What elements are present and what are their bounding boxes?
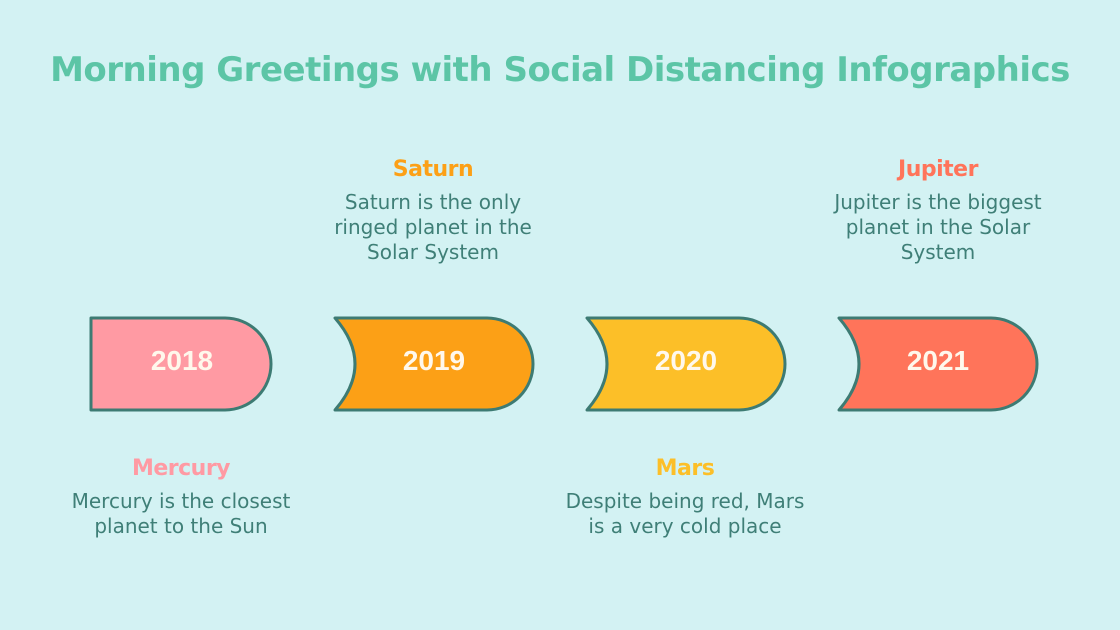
timeline-shape-2018 <box>89 316 273 412</box>
timeline-shape-2020 <box>585 316 787 412</box>
milestone-saturn: Saturn Saturn is the only ringed planet … <box>313 157 553 265</box>
milestone-jupiter: Jupiter Jupiter is the biggest planet in… <box>818 157 1058 265</box>
timeline-shape-2019 <box>333 316 535 412</box>
year-label-2019: 2019 <box>402 345 466 376</box>
page-title: Morning Greetings with Social Distancing… <box>50 50 1070 90</box>
planet-description: Jupiter is the biggest planet in the Sol… <box>834 190 1042 264</box>
planet-description: Saturn is the only ringed planet in the … <box>334 190 532 264</box>
planet-heading: Mercury <box>131 456 231 481</box>
planet-heading: Jupiter <box>898 157 978 182</box>
year-label-2021: 2021 <box>906 345 970 376</box>
planet-heading: Mars <box>655 456 715 481</box>
milestone-mars: Mars Despite being red, Mars is a very c… <box>565 456 805 539</box>
timeline-shape-2021 <box>837 316 1039 412</box>
year-label-2018: 2018 <box>150 345 214 376</box>
planet-heading: Saturn <box>392 157 474 182</box>
milestone-mercury: Mercury Mercury is the closest planet to… <box>61 456 301 539</box>
planet-description: Mercury is the closest planet to the Sun <box>71 489 291 538</box>
year-label-2020: 2020 <box>654 345 718 376</box>
planet-description: Despite being red, Mars is a very cold p… <box>565 489 805 538</box>
